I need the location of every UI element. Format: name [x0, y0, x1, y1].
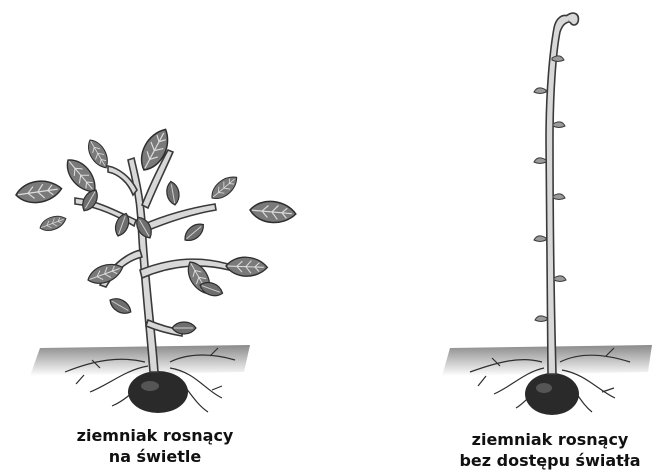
plant-without-light-panel: ziemniak rosnący bez dostępu światła	[330, 0, 654, 472]
caption-plant-in-light: ziemniak rosnący na świetle	[20, 425, 290, 467]
potato-plant-in-light-illustration	[0, 0, 330, 472]
caption-plant-in-light-line2: na świetle	[20, 446, 290, 467]
caption-plant-without-light-line2: bez dostępu światła	[445, 450, 654, 471]
etiolated-stem	[546, 13, 578, 374]
caption-plant-without-light-line1: ziemniak rosnący	[445, 429, 654, 450]
leaves	[15, 124, 297, 334]
tuber	[128, 371, 188, 413]
caption-plant-in-light-line1: ziemniak rosnący	[20, 425, 290, 446]
potato-plant-without-light-illustration	[330, 0, 654, 472]
caption-plant-without-light: ziemniak rosnący bez dostępu światła	[445, 429, 654, 471]
stems	[75, 150, 229, 372]
tuber	[525, 373, 579, 415]
plant-in-light-panel: ziemniak rosnący na świetle	[0, 0, 330, 472]
